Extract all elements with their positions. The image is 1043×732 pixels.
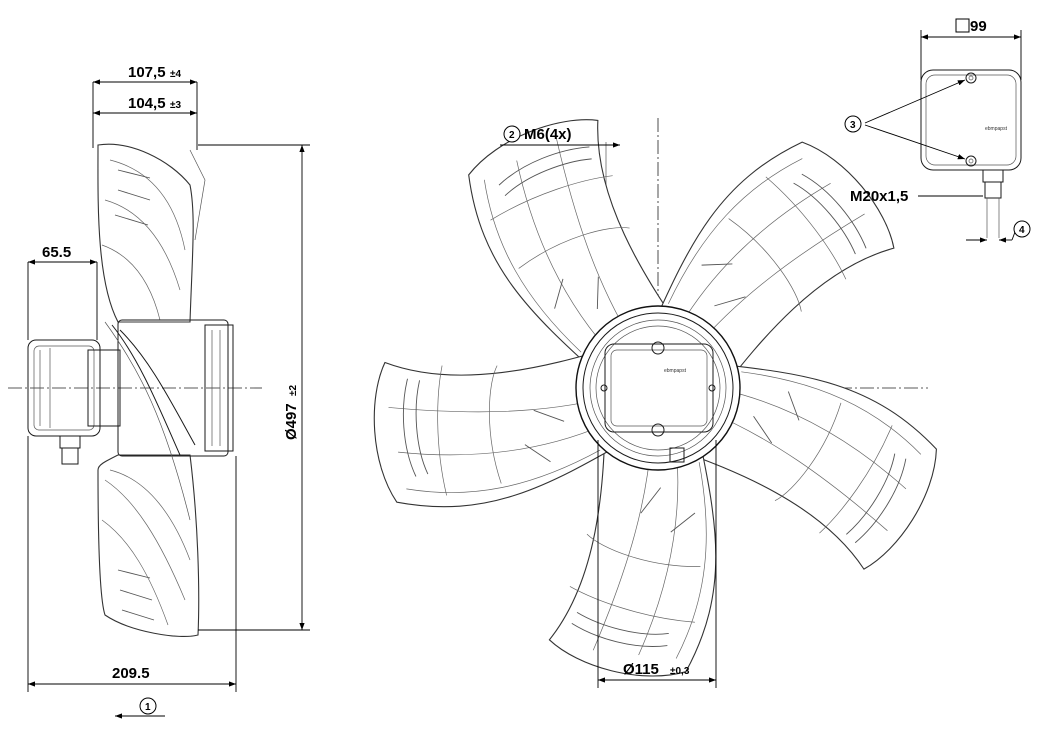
bolt-label: M6(4x) <box>524 126 572 143</box>
side-dimension-labels: 107,5 ±4 104,5 ±3 65.5 209.5 Ø497 ±2 1 <box>42 64 300 715</box>
box-brand-text: ebmpapst <box>985 126 1008 132</box>
callout-1: 1 <box>145 702 151 713</box>
width-inner-label: 104,5 <box>128 95 166 112</box>
overall-depth-label: 209.5 <box>112 665 150 682</box>
width-outer-label: 107,5 <box>128 64 166 81</box>
hub-diameter-label: Ø115 <box>623 661 659 678</box>
front-view: ebmpapst <box>371 105 957 693</box>
diameter-label: Ø497 <box>283 403 300 440</box>
width-outer-tol: ±4 <box>170 69 181 80</box>
diameter-tol: ±2 <box>288 385 299 396</box>
front-dimension-labels: 2 M6(4x) Ø115 ±0,3 <box>503 125 690 678</box>
motor-depth-label: 65.5 <box>42 244 71 261</box>
callout-3: 3 <box>850 120 856 131</box>
hub-diameter-tol: ±0,3 <box>670 666 690 677</box>
box-size-label: 99 <box>970 18 987 35</box>
side-view <box>8 79 310 719</box>
callout-4: 4 <box>1019 225 1025 236</box>
gland-label: M20x1,5 <box>850 188 908 205</box>
callout-2: 2 <box>509 130 515 141</box>
hub-brand-text: ebmpapst <box>664 368 687 374</box>
terminal-box-detail: ebmpapst <box>864 30 1022 243</box>
box-dimension-labels: 99 3 M20x1,5 4 <box>844 18 1031 238</box>
square-symbol-icon <box>955 18 970 33</box>
width-inner-tol: ±3 <box>170 100 181 111</box>
